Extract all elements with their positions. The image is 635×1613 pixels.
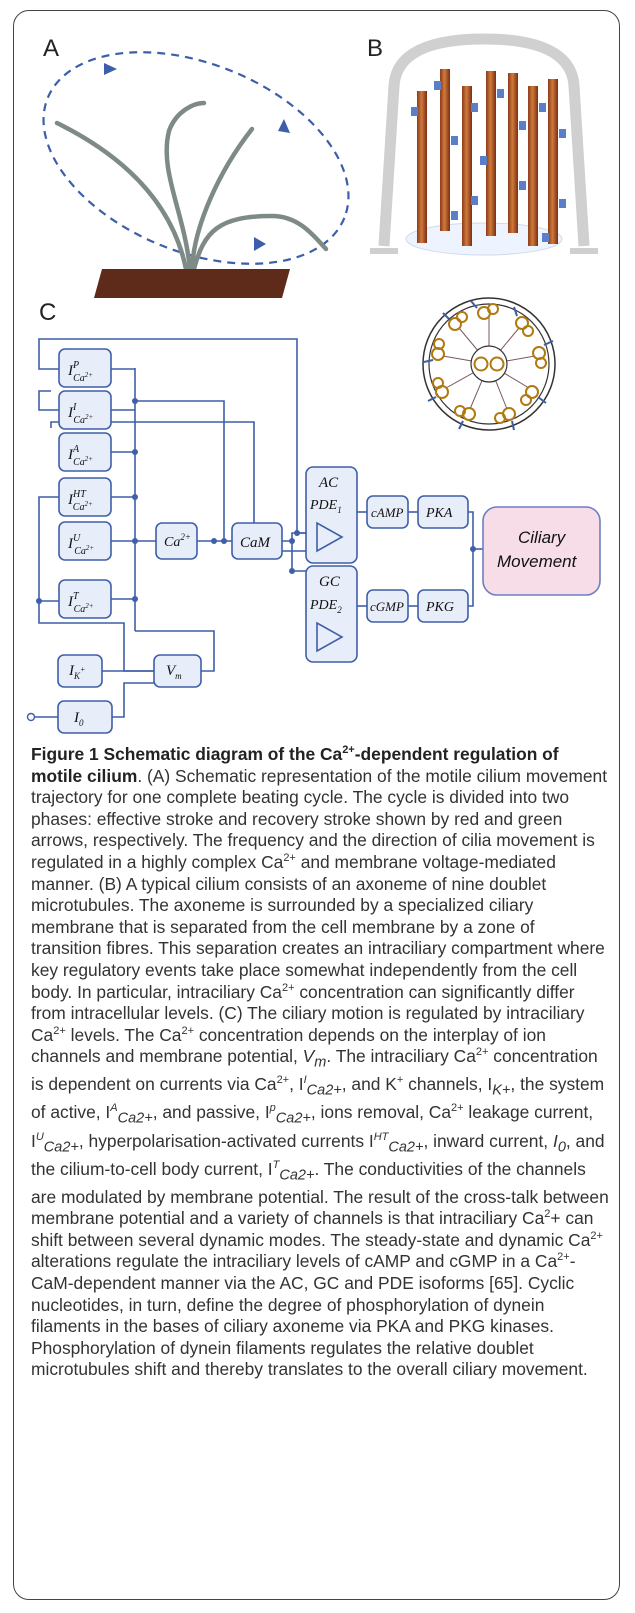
cgmp-label: cGMP bbox=[370, 599, 404, 614]
ciliary-membrane bbox=[378, 33, 590, 247]
pka-box bbox=[417, 495, 469, 529]
trajectory-path bbox=[42, 51, 350, 265]
gc-label: GC bbox=[319, 574, 341, 590]
gc-triangle bbox=[316, 621, 344, 653]
camp-label: cAMP bbox=[371, 505, 404, 520]
ac-label: AC bbox=[318, 475, 339, 491]
doublets bbox=[431, 303, 547, 424]
arrow-head-right bbox=[278, 119, 290, 133]
panel-a-label: A bbox=[43, 35, 60, 62]
ca-box bbox=[155, 522, 198, 560]
current-boxes bbox=[58, 348, 112, 619]
arrow-head-bottom bbox=[254, 237, 266, 251]
ac-pde1-box bbox=[305, 466, 358, 564]
cilium-strokes bbox=[54, 100, 329, 272]
pde1-label: PDE1 bbox=[309, 498, 342, 515]
cgmp-box bbox=[366, 589, 409, 623]
pkg-label: PKG bbox=[425, 600, 454, 615]
i0-box bbox=[57, 700, 113, 734]
pkg-box bbox=[417, 589, 469, 623]
dynein-arms bbox=[411, 81, 566, 242]
arrow-head-top bbox=[104, 63, 117, 75]
panel-b-cilium-structure bbox=[370, 33, 598, 256]
ca-label: Ca2+ bbox=[164, 532, 191, 550]
axoneme-cross-section bbox=[422, 297, 556, 431]
ciliary-label-2: Movement bbox=[497, 552, 578, 571]
figure-caption: Figure 1 Schematic diagram of the Ca2+-d… bbox=[31, 744, 609, 1380]
ik-label: IK+ bbox=[68, 663, 85, 681]
cell-surface bbox=[94, 269, 290, 298]
vm-box bbox=[153, 654, 202, 688]
i0-label: I0 bbox=[73, 710, 84, 728]
figure-frame: A B C bbox=[13, 10, 620, 1600]
ciliary-movement-box bbox=[482, 506, 601, 596]
figure-panels: A B C bbox=[14, 11, 619, 741]
basal-plate bbox=[405, 222, 563, 256]
cam-label: CaM bbox=[240, 535, 272, 551]
dynein-ticks bbox=[423, 300, 554, 431]
caption-title: Figure 1 Schematic diagram of the Ca2+-d… bbox=[31, 744, 559, 786]
pka-label: PKA bbox=[425, 506, 453, 521]
pde2-label: PDE2 bbox=[309, 598, 342, 615]
ik-box bbox=[57, 654, 103, 688]
vm-label: Vm bbox=[166, 663, 182, 681]
gc-pde2-box bbox=[305, 565, 358, 663]
input-terminal bbox=[26, 712, 36, 722]
camp-box bbox=[366, 495, 409, 529]
cam-box bbox=[231, 522, 283, 560]
panel-a-cilium-trajectory bbox=[42, 51, 350, 298]
panel-c-label: C bbox=[39, 299, 57, 326]
junction-dots bbox=[36, 398, 476, 604]
ciliary-label-1: Ciliary bbox=[518, 528, 567, 547]
microtubule-rods bbox=[417, 69, 558, 246]
panel-b-label: B bbox=[367, 35, 384, 62]
ac-triangle bbox=[316, 521, 344, 553]
